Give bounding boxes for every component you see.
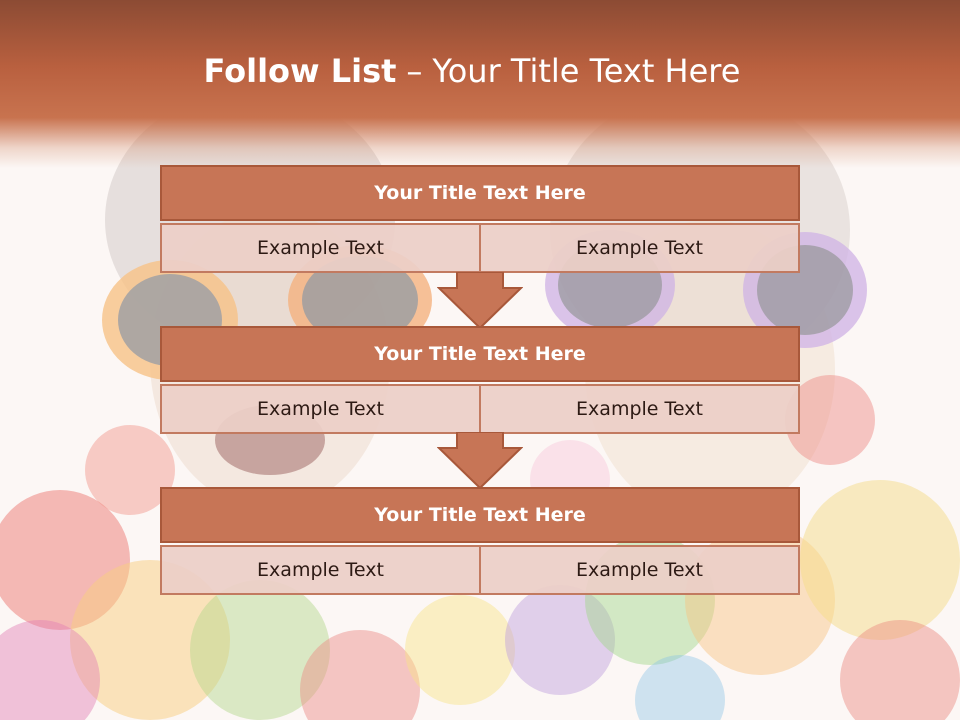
- down-arrow-icon: [437, 432, 523, 490]
- block-row: Example Text Example Text: [160, 384, 800, 434]
- list-block-2: Your Title Text Here Example Text Exampl…: [160, 326, 800, 434]
- down-arrow-icon: [437, 272, 523, 330]
- block-cell-left: Example Text: [160, 545, 481, 595]
- block-title: Your Title Text Here: [160, 165, 800, 221]
- block-cell-right: Example Text: [481, 384, 800, 434]
- block-cell-right: Example Text: [481, 223, 800, 273]
- slide-title-rest: Your Title Text Here: [432, 52, 741, 90]
- block-row: Example Text Example Text: [160, 223, 800, 273]
- title-banner: [0, 0, 960, 168]
- slide-title-separator: –: [406, 52, 423, 90]
- block-title: Your Title Text Here: [160, 487, 800, 543]
- block-row: Example Text Example Text: [160, 545, 800, 595]
- list-block-1: Your Title Text Here Example Text Exampl…: [160, 165, 800, 273]
- list-block-3: Your Title Text Here Example Text Exampl…: [160, 487, 800, 595]
- block-cell-left: Example Text: [160, 384, 481, 434]
- block-cell-right: Example Text: [481, 545, 800, 595]
- block-title: Your Title Text Here: [160, 326, 800, 382]
- slide-title: Follow List–Your Title Text Here: [0, 52, 944, 90]
- block-cell-left: Example Text: [160, 223, 481, 273]
- slide-title-bold: Follow List: [203, 52, 397, 90]
